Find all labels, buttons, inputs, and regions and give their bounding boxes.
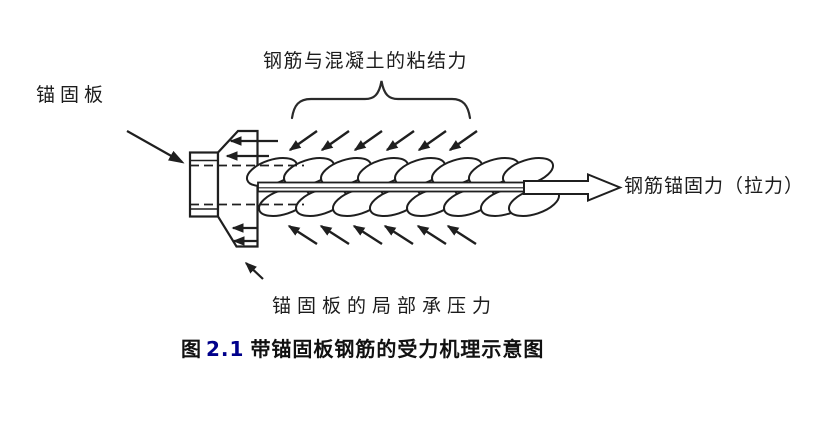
caption-number: 2.1 (206, 337, 245, 361)
caption-prefix: 图 (181, 337, 202, 361)
bearing-arrows (225, 136, 278, 246)
caption-title: 带锚固板钢筋的受力机理示意图 (250, 337, 545, 361)
bond-arrows-top (288, 130, 478, 151)
bearing-force-label: 锚固板的局部承压力 (272, 295, 498, 317)
tension-arrow (523, 173, 623, 202)
bond-force-brace (290, 80, 472, 120)
hidden-bar-lines (190, 164, 304, 206)
anchor-plate-shape (216, 129, 259, 248)
tension-force-label: 钢筋锚固力（拉力） (624, 175, 805, 197)
rebar-core-shape (257, 181, 546, 193)
anchor-plate-label: 锚固板 (36, 84, 109, 106)
anchor-sleeve-shape (188, 151, 220, 218)
bond-force-label: 钢筋与混凝土的粘结力 (263, 50, 469, 72)
anchor-plate-pointer-arrow (126, 130, 185, 164)
bearing-pointer-arrow (244, 261, 264, 280)
bond-arrows-bottom (287, 224, 477, 246)
